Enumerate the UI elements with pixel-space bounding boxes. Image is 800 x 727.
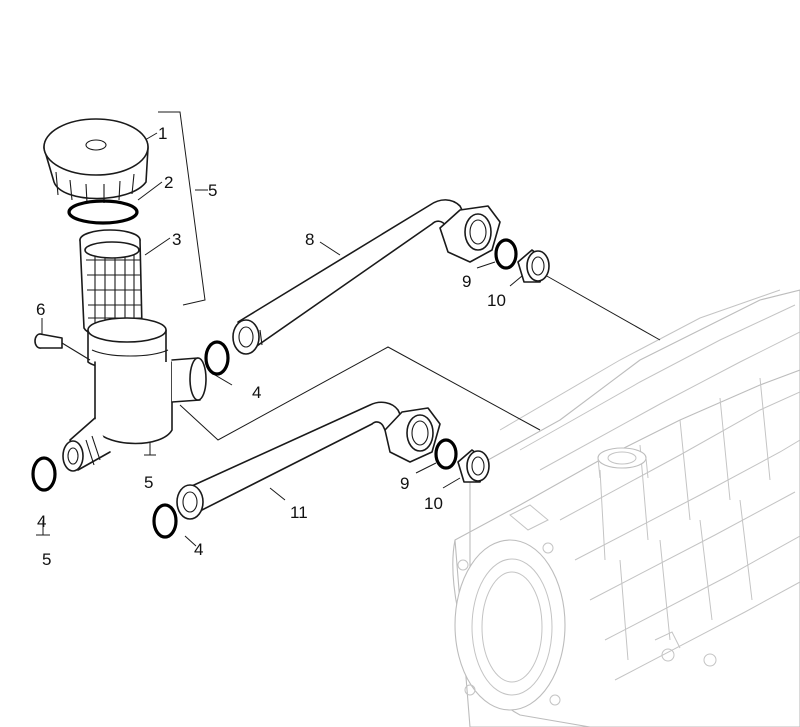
callout-9-upper: 9 <box>462 272 471 291</box>
callout-9-lower: 9 <box>400 474 409 493</box>
callout-10-lower: 10 <box>424 494 443 513</box>
callout-4-bottom: 4 <box>194 540 203 559</box>
filter-cap <box>43 118 149 204</box>
insert-lower <box>457 449 490 483</box>
callout-11: 11 <box>290 503 308 522</box>
pipe-lower <box>176 401 441 520</box>
o-ring-upper-fitting <box>494 238 518 270</box>
filter-sieve <box>79 229 143 338</box>
pipe-upper <box>232 199 501 355</box>
cap-o-ring <box>67 199 139 225</box>
callout-2: 2 <box>164 173 173 192</box>
insert-upper <box>517 249 550 283</box>
callout-4-left: 4 <box>37 512 46 531</box>
o-ring-left <box>31 456 57 492</box>
filter-housing <box>62 317 207 472</box>
pump-housing <box>452 289 800 727</box>
callout-8: 8 <box>305 230 314 249</box>
callout-10-upper: 10 <box>487 291 506 310</box>
callout-labels: 1 2 3 5 6 4 5 4 5 8 9 10 9 10 11 4 <box>36 124 506 569</box>
o-ring-bottom <box>152 503 178 539</box>
callout-4-middle: 4 <box>252 383 261 402</box>
screw <box>34 333 91 361</box>
callout-5-assembly: 5 <box>208 181 217 200</box>
callout-1: 1 <box>158 124 167 143</box>
o-ring-lower-fitting <box>434 438 458 470</box>
callout-3: 3 <box>172 230 181 249</box>
callout-5-left: 5 <box>42 550 51 569</box>
leader-lines <box>36 111 661 547</box>
o-ring-middle <box>204 340 230 376</box>
callout-6: 6 <box>36 300 45 319</box>
callout-5-base: 5 <box>144 473 153 492</box>
filter-assembly <box>34 118 207 472</box>
